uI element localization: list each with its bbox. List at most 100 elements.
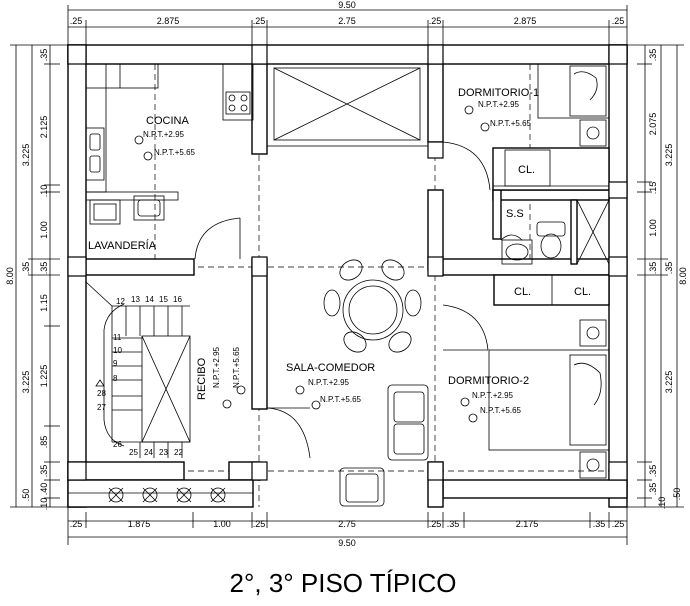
staircase: 12 13 14 15 16 11 10 9 8 28 27 26 25 24 … [85,281,191,458]
label-dormitorio-2: DORMITORIO-2 [448,375,529,387]
bottom-seg-10: .25 [612,519,625,529]
label-dormitorio-1: DORMITORIO-1 [458,87,539,99]
left-inner-3: .10 [39,185,49,198]
top-seg-7: .25 [612,16,625,26]
step-25: 25 [129,448,138,457]
bottom-dimensions: .25 1.875 1.00 .25 2.75 .25 .35 2.175 .3… [67,505,628,548]
top-seg-3: .25 [253,16,266,26]
right-outer-1: 3.225 [664,144,674,167]
right-inner-7: .35 [648,483,658,496]
step-15: 15 [159,295,168,304]
left-inner-2: 2.125 [39,116,49,139]
top-seg-4: 2.75 [338,16,356,26]
right-inner-4: 1.00 [648,219,658,237]
top-seg-5: .25 [429,16,442,26]
level-dorm1-low: N.P.T.+2.95 [478,100,520,109]
left-inner-6: 1.15 [39,294,49,312]
step-8: 8 [113,374,118,383]
right-total-dim: 8.00 [678,267,688,285]
level-cocina-low: N.P.T.+2.95 [143,130,185,139]
level-dorm2-high: N.P.T.+5.65 [480,406,522,415]
left-inner-9: .35 [39,465,49,478]
step-11: 11 [113,333,122,342]
level-sala-low: N.P.T.+2.95 [308,378,350,387]
bottom-seg-8: 2.175 [516,519,539,529]
bedroom-furniture [488,63,610,479]
label-cocina: COCINA [146,115,189,127]
step-22: 22 [174,448,183,457]
step-28: 28 [97,389,106,398]
step-14: 14 [145,295,154,304]
right-inner-1: .35 [648,49,658,62]
label-recibo: RECIBO [196,357,208,400]
bottom-seg-7: .35 [447,519,460,529]
label-sala-comedor: SALA-COMEDOR [286,362,375,374]
bottom-seg-4: .25 [253,519,266,529]
label-lavanderia: LAVANDERÍA [88,239,157,252]
drawing-title: 2°, 3° PISO TÍPICO [230,568,457,598]
step-16: 16 [173,295,182,304]
level-dorm2-low: N.P.T.+2.95 [472,391,514,400]
dining-set [323,259,422,353]
left-inner-5: .35 [39,262,49,275]
step-24: 24 [144,448,153,457]
bottom-seg-3: 1.00 [213,519,231,529]
walls [67,44,628,508]
planters [108,487,226,503]
right-inner-8: .50 [672,488,682,501]
left-dimensions: 8.00 3.225 .35 3.225 .35 2.125 .10 1.00 … [5,44,68,511]
top-seg-6: 2.875 [514,16,537,26]
left-outer-2: .35 [21,262,31,275]
left-outer-1: 3.225 [21,144,31,167]
left-inner-10: .40 [39,483,49,496]
right-outer-3: 3.225 [664,371,674,394]
label-closet-3: CL. [574,286,591,298]
step-23: 23 [159,448,168,457]
kitchen-fixtures [85,63,254,225]
level-dorm1-high: N.P.T.+5.65 [490,119,532,128]
level-sala-high: N.P.T.+5.65 [320,395,362,404]
label-closet-2: CL. [514,286,531,298]
level-recibo-high: N.P.T.+5.65 [232,346,241,388]
label-closet-1: CL. [518,164,535,176]
step-26: 26 [113,440,122,449]
room-labels: COCINA N.P.T.+2.95 N.P.T.+5.65 LAVANDERÍ… [88,87,591,415]
step-27: 27 [97,403,106,412]
right-inner-9: .10 [657,497,667,510]
right-inner-6: .35 [648,465,658,478]
right-inner-5: .35 [648,262,658,275]
left-inner-1: .35 [39,49,49,62]
bottom-seg-5: 2.75 [338,519,356,529]
stair-void [266,63,429,147]
top-total-dim: 9.50 [338,0,356,10]
right-inner-2: 2.075 [648,113,658,136]
bathroom-fixtures [501,199,610,265]
left-inner-11: .10 [39,498,49,511]
top-dimensions: 9.50 .25 2.875 .25 2.75 .25 2.875 .25 [67,0,628,45]
level-markers [134,105,490,423]
level-recibo-low: N.P.T.+2.95 [212,346,221,388]
label-ss: S.S [506,208,524,220]
step-12: 12 [116,297,125,306]
left-inner-7: 1.225 [39,365,49,388]
top-seg-2: 2.875 [157,16,180,26]
bottom-seg-6: .25 [429,519,442,529]
level-cocina-high: N.P.T.+5.65 [154,148,196,157]
columns [67,44,628,481]
right-outer-2: .35 [664,262,674,275]
doors [194,141,523,459]
bottom-seg-9: .35 [593,519,606,529]
left-inner-8: .85 [39,436,49,449]
bottom-seg-1: .25 [70,519,83,529]
top-seg-1: .25 [70,16,83,26]
step-10: 10 [113,346,122,355]
left-total-dim: 8.00 [5,267,15,285]
left-inner-4: 1.00 [39,221,49,239]
step-13: 13 [131,295,140,304]
bottom-total-dim: 9.50 [338,538,356,548]
right-inner-3: .15 [648,182,658,195]
left-outer-3: 3.225 [21,371,31,394]
bottom-seg-2: 1.875 [128,519,151,529]
right-dimensions: .35 2.075 .15 1.00 .35 .35 .35 3.225 .35… [627,44,688,510]
